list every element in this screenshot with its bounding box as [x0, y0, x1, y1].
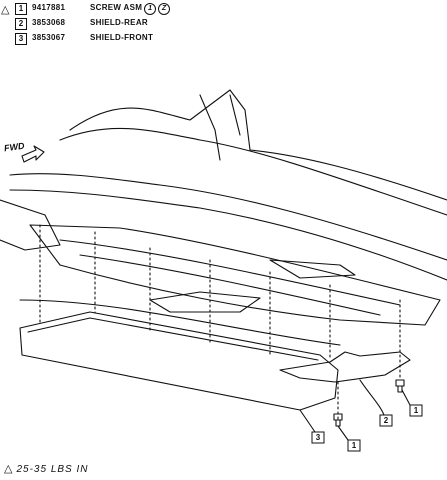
floor-pan-rib-2: [79, 254, 381, 316]
callout-box-lower-screw: [347, 439, 361, 452]
callout-box-rear-shield: [379, 414, 393, 427]
torque-triangle-icon: △: [4, 463, 14, 475]
floor-pan-pocket-2: [269, 259, 356, 279]
screw-icon: [395, 379, 405, 393]
callout-label: 1: [352, 441, 357, 450]
callout-leader: [337, 425, 349, 441]
torque-triangle-icon: △: [1, 4, 10, 16]
body-rocker-line: [59, 127, 447, 216]
callout-leader: [299, 409, 316, 433]
callout-box-front-shield: [311, 431, 325, 444]
screw-icon: [333, 413, 343, 427]
torque-value: 25-35 LBS IN: [16, 464, 89, 475]
legend-description: SHIELD-FRONT: [90, 33, 154, 42]
floor-pan-pocket-1: [149, 291, 261, 313]
body-sill: [9, 173, 447, 261]
legend-callout: 1: [15, 3, 27, 15]
torque-spec: △25-35 LBS IN: [4, 462, 89, 475]
callout-leader: [401, 389, 411, 406]
note-circle: 1: [144, 3, 157, 15]
legend-part-number: 3853068: [32, 18, 66, 27]
floor-pan-outer: [29, 224, 441, 326]
fwd-arrow-icon: [21, 145, 45, 163]
legend-part-number: 9417881: [32, 3, 66, 12]
floor-pan-lower: [19, 299, 341, 346]
legend-description: SHIELD-REAR: [90, 18, 148, 27]
note-circle: Z: [158, 3, 171, 15]
callout-label: 1: [414, 406, 419, 415]
callout-label: 3: [316, 433, 321, 442]
legend-row: 2 3853068 SHIELD-REAR: [0, 17, 240, 32]
legend-part-number: 3853067: [32, 33, 66, 42]
front-shield-outline: [19, 311, 339, 411]
legend-callout: 2: [15, 18, 27, 30]
legend-row: 3 3853067 SHIELD-FRONT: [0, 32, 240, 47]
callout-box-rear-screw: [409, 404, 423, 417]
legend-callout: 3: [15, 33, 27, 45]
callout-label: 2: [384, 416, 389, 425]
body-sill-inner: [9, 189, 447, 281]
body-left-edge: [0, 199, 61, 251]
body-upper-contour: [69, 89, 447, 201]
front-shield-flange: [27, 317, 319, 361]
body-pillar-inner: [229, 94, 241, 136]
floor-pan-rib-1: [59, 239, 401, 306]
body-pillar: [199, 94, 221, 161]
rear-shield-outline: [279, 351, 411, 383]
callout-leader: [359, 379, 385, 416]
